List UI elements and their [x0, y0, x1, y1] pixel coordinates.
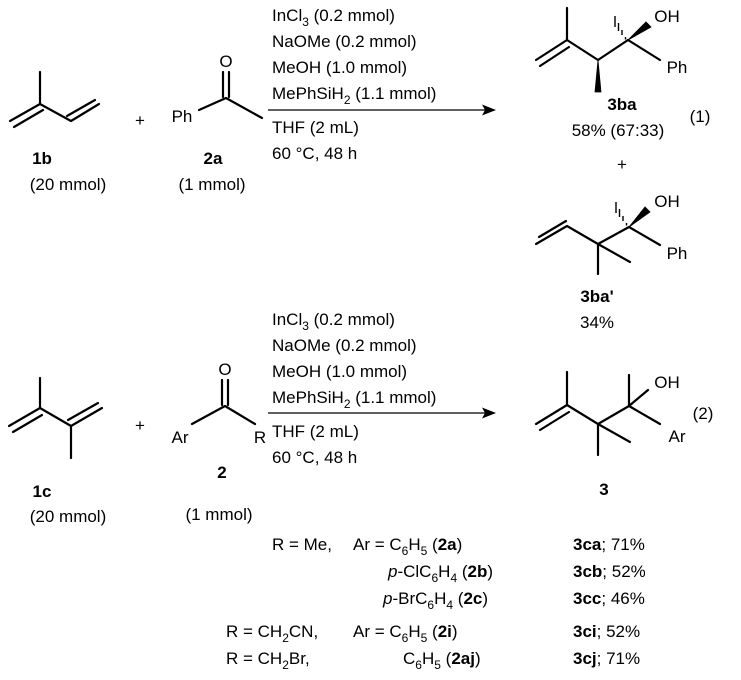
reagent-silane: MePhSiH2 (1.1 mmol)	[272, 84, 436, 107]
scope-row: R = CH2Br, C6H5 (2aj) 3cj; 71%	[226, 649, 640, 672]
phenyl-3ba: Ph	[667, 58, 688, 77]
reaction-arrow-2	[268, 407, 496, 419]
solvent-thf-2: THF (2 mL)	[272, 422, 359, 441]
scope-row: p-ClC6H4 (2b) 3cb; 52%	[387, 562, 646, 585]
reagent-incl3-2: InCl3 (0.2 mmol)	[272, 310, 395, 333]
acetophenone-structure-2a	[197, 70, 264, 120]
scope-row: R = Me, Ar = C6H5 (2a) 3ca; 71%	[272, 535, 645, 558]
aryl-substituent: Ar = C6H5 (2i)	[353, 622, 458, 645]
equation-number-1: (1)	[690, 107, 711, 126]
amount-2a: (1 mmol)	[178, 175, 245, 194]
oxygen-atom-2: O	[218, 360, 231, 379]
plus-sign-2: +	[135, 416, 145, 435]
amount-2: (1 mmol)	[185, 505, 252, 524]
hydroxyl-3ba-prime: OH	[654, 192, 680, 211]
plus-sign-products: +	[617, 155, 627, 174]
aryl-group-2: Ar	[172, 428, 189, 447]
aryl-substituent: p-BrC6H4 (2c)	[382, 589, 488, 612]
reaction-temp-time-2: 60 °C, 48 h	[272, 448, 357, 467]
yield-3ba: 58% (67:33)	[572, 121, 665, 140]
reagent-incl3: InCl3 (0.2 mmol)	[272, 6, 395, 29]
reagent-naome: NaOMe (0.2 mmol)	[272, 32, 417, 51]
reagent-meoh-2: MeOH (1.0 mmol)	[272, 362, 407, 381]
label-3: 3	[599, 480, 608, 499]
product-structure-3ba-prime	[534, 202, 662, 276]
reagent-naome-2: NaOMe (0.2 mmol)	[272, 336, 417, 355]
oxygen-atom-2a: O	[219, 52, 232, 71]
r-substituent: R = CH2Br,	[226, 649, 310, 672]
label-2: 2	[217, 463, 226, 482]
hydroxyl-3ba: OH	[654, 7, 680, 26]
label-2a: 2a	[204, 149, 223, 168]
ketone-structure-2	[190, 378, 257, 426]
label-1c: 1c	[33, 482, 52, 501]
product-yield: 3cc; 46%	[573, 589, 645, 608]
aryl-substituent: p-ClC6H4 (2b)	[387, 562, 493, 585]
product-structure-3ba	[534, 6, 662, 93]
hydroxyl-3: OH	[654, 373, 680, 392]
label-1b: 1b	[32, 149, 52, 168]
product-structure-3	[534, 370, 662, 457]
amount-1c: (20 mmol)	[30, 507, 107, 526]
product-yield: 3cj; 71%	[573, 649, 640, 668]
aryl-substituent: Ar = C6H5 (2a)	[353, 535, 462, 558]
yield-3ba-prime: 34%	[580, 313, 614, 332]
equation-number-2: (2)	[693, 404, 714, 423]
reaction-temp-time: 60 °C, 48 h	[272, 144, 357, 163]
dimethylbutadiene-structure-1c	[7, 376, 104, 460]
r-group-2: R	[254, 428, 266, 447]
reagent-meoh: MeOH (1.0 mmol)	[272, 58, 407, 77]
r-substituent: R = Me,	[272, 535, 332, 554]
product-yield: 3cb; 52%	[573, 562, 646, 581]
reagent-silane-2: MePhSiH2 (1.1 mmol)	[272, 388, 436, 411]
solvent-thf: THF (2 mL)	[272, 118, 359, 137]
product-yield: 3ci; 52%	[573, 622, 640, 641]
r-substituent: R = CH2CN,	[226, 622, 318, 645]
scope-table: R = Me, Ar = C6H5 (2a) 3ca; 71% p-ClC6H4…	[226, 535, 646, 672]
aryl-substituent: C6H5 (2aj)	[403, 649, 481, 672]
isoprene-structure-1b	[8, 70, 101, 129]
scope-row: p-BrC6H4 (2c) 3cc; 46%	[382, 589, 645, 612]
conditions-scheme-1: InCl3 (0.2 mmol) NaOMe (0.2 mmol) MeOH (…	[272, 6, 436, 163]
reaction-arrow-1	[268, 104, 496, 116]
aryl-3: Ar	[669, 427, 686, 446]
phenyl-group-2a: Ph	[172, 107, 193, 126]
conditions-scheme-2: InCl3 (0.2 mmol) NaOMe (0.2 mmol) MeOH (…	[272, 310, 436, 467]
label-3ba-prime: 3ba'	[580, 287, 613, 306]
amount-1b: (20 mmol)	[30, 175, 107, 194]
product-yield: 3ca; 71%	[573, 535, 645, 554]
plus-sign-1: +	[135, 111, 145, 130]
phenyl-3ba-prime: Ph	[667, 244, 688, 263]
label-3ba: 3ba	[607, 95, 637, 114]
scope-row: R = CH2CN, Ar = C6H5 (2i) 3ci; 52%	[226, 622, 640, 645]
